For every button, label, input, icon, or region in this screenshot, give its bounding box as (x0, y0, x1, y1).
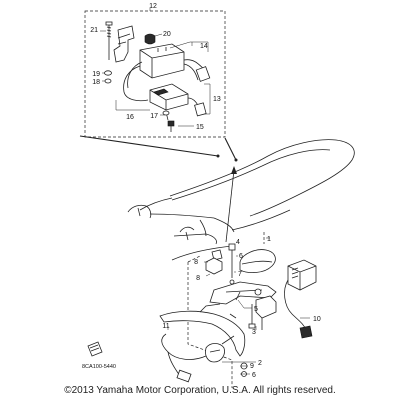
callout-10: 10 (313, 316, 321, 323)
electrical-unit-assembly (104, 21, 211, 132)
callout-16: 16 (126, 114, 134, 121)
connector-assembly (284, 259, 317, 339)
callout-9: 9 (250, 363, 254, 370)
callout-6: 6 (239, 253, 243, 260)
callout-8: 8 (194, 259, 198, 266)
callout-21: 21 (90, 27, 98, 34)
callout-18: 18 (92, 79, 100, 86)
callout-19: 19 (92, 71, 100, 78)
callout-3: 3 (252, 329, 256, 336)
callout-17: 17 (150, 113, 158, 120)
callout-labels: 12 21 20 14 19 18 13 16 17 15 1 6 8 8 7 … (82, 3, 321, 379)
reference-icon (87, 341, 103, 357)
reference-code: 8CA100-5440 (82, 364, 116, 370)
bolt-icon (105, 21, 113, 60)
callout-8b: 8 (196, 275, 200, 282)
callout-6b: 6 (252, 372, 256, 379)
callout-11: 11 (162, 323, 169, 330)
callout-2: 2 (258, 360, 262, 367)
copyright-notice: ©2013 Yamaha Motor Corporation, U.S.A. A… (64, 385, 336, 396)
callout-14: 14 (200, 43, 208, 50)
callout-12: 12 (149, 3, 157, 10)
inset-frame (79, 10, 238, 162)
inset-leaders (100, 8, 211, 127)
callout-20: 20 (163, 31, 171, 38)
seat-outline (127, 139, 355, 261)
callout-15: 15 (196, 124, 204, 131)
brake-lever-assembly (159, 232, 277, 388)
callout-4: 4 (236, 239, 240, 246)
callout-5: 5 (254, 306, 258, 313)
screw-icon (167, 120, 175, 132)
callout-1: 1 (267, 236, 271, 243)
callout-7: 7 (238, 271, 242, 278)
lower-leaders (167, 237, 310, 375)
callout-13: 13 (213, 96, 221, 103)
